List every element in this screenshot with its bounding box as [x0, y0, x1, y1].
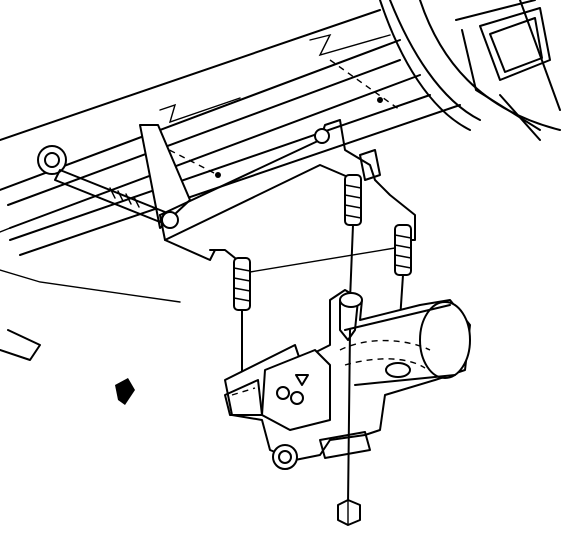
fastener-hole-front — [215, 172, 221, 178]
stud-front-left — [233, 257, 251, 386]
stud-center — [344, 174, 362, 301]
retaining-nut — [337, 329, 361, 526]
fastener-hole-rear — [377, 97, 383, 103]
actuator-motor-assembly — [224, 289, 471, 470]
stud-rear-right — [394, 224, 412, 321]
mounting-bolt — [37, 145, 166, 223]
bracket-stud-hole — [314, 128, 330, 144]
warning-triangle-icon — [295, 374, 309, 386]
vehicle-frame-structure — [0, 0, 561, 361]
port-circle-2 — [290, 391, 304, 405]
port-circle-1 — [276, 386, 290, 400]
wire-clip — [115, 378, 135, 405]
alignment-line — [249, 247, 396, 273]
